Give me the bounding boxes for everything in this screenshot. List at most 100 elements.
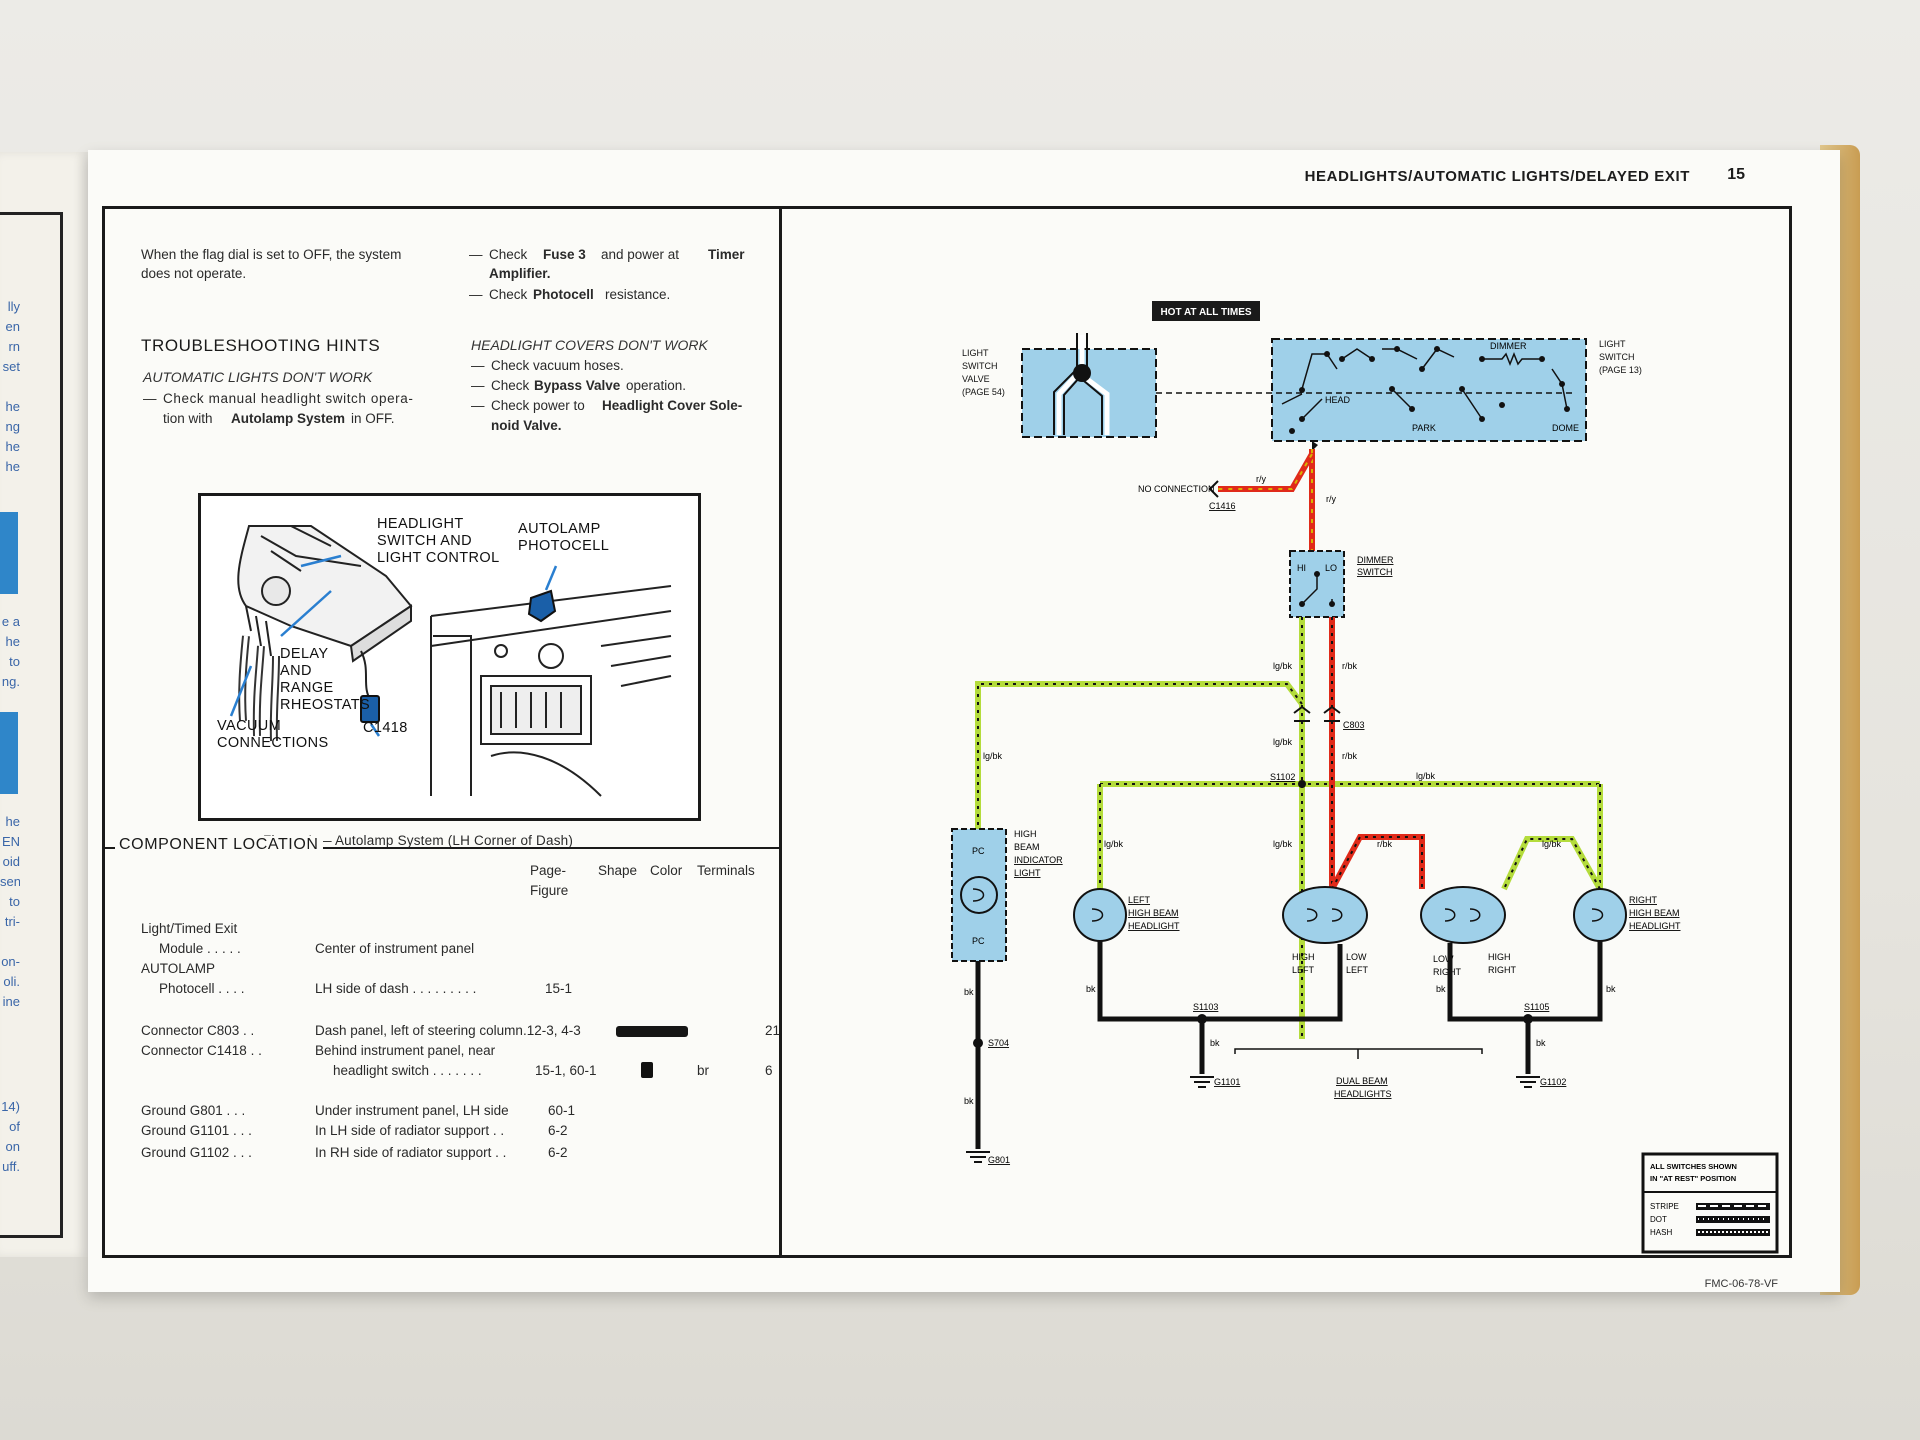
document-code: FMC-06-78-VF xyxy=(1704,1278,1778,1290)
wire-label: bk xyxy=(964,987,974,997)
fragment-text: ine xyxy=(2,994,20,1009)
table-row: Photocell . . . . xyxy=(159,981,245,996)
valve-pivot xyxy=(1073,364,1091,382)
fragment-text: he xyxy=(5,439,20,454)
dash: — xyxy=(471,378,485,393)
column-divider xyxy=(779,206,782,1258)
switch-position-label: DIMMER xyxy=(1490,341,1527,351)
fragment-text: oli. xyxy=(3,974,20,989)
col-header: Shape xyxy=(598,863,638,878)
wire-label: lg/bk xyxy=(1542,839,1562,849)
wire-label: lg/bk xyxy=(1273,737,1293,747)
table-row: 15-1 xyxy=(545,981,573,996)
covers-hint-3: Check power to xyxy=(491,398,585,413)
table-row: Connector C1418 . . xyxy=(141,1043,262,1058)
table-row: 21 xyxy=(765,1023,781,1038)
switch-label: LO xyxy=(1325,563,1337,573)
table-row: Module . . . . . xyxy=(159,941,241,956)
component-label: LIGHT xyxy=(1014,868,1041,878)
ground-label: G1101 xyxy=(1214,1077,1240,1087)
fragment-text: uff. xyxy=(2,1159,20,1174)
switch-label: HI xyxy=(1297,563,1306,573)
component-label: HIGH xyxy=(1014,829,1037,839)
indicator-bulb xyxy=(960,876,998,914)
fragment-text: rn xyxy=(8,339,20,354)
connector-shape-c803 xyxy=(616,1026,688,1037)
splice-s1102 xyxy=(1298,780,1306,788)
wire-label: r/bk xyxy=(1342,661,1358,671)
component-label: HEADLIGHT xyxy=(1629,921,1681,931)
component-label: HIGH BEAM xyxy=(1629,908,1680,918)
covers-hint-1: Check vacuum hoses. xyxy=(491,358,624,373)
wire-label: bk xyxy=(1536,1038,1546,1048)
table-row: Center of instrument panel xyxy=(315,941,475,956)
component-label: SWITCH xyxy=(962,361,998,371)
intro-line-1: When the flag dial is set to OFF, the sy… xyxy=(141,247,402,262)
bulb-label: LEFT xyxy=(1346,965,1369,975)
section-rule xyxy=(105,847,779,849)
table-row: Behind instrument panel, near xyxy=(315,1043,496,1058)
covers-hint-emph: Bypass Valve xyxy=(534,378,621,393)
bulb-label: LOW xyxy=(1346,952,1367,962)
covers-hint-emph: noid Valve. xyxy=(491,418,562,433)
component-label: SWITCH xyxy=(1357,567,1393,577)
table-row: AUTOLAMP xyxy=(141,961,216,976)
fragment-text: he xyxy=(5,814,20,829)
component-label: RIGHT xyxy=(1629,895,1658,905)
fragment-text: he xyxy=(5,459,20,474)
pin-label: PC xyxy=(972,846,985,856)
fig-label: C1418 xyxy=(363,720,408,736)
autolamp-illustration xyxy=(229,525,672,797)
fragment-text: EN xyxy=(1,834,20,849)
col-header: Terminals xyxy=(697,863,755,878)
fig-label: SWITCH AND xyxy=(377,533,473,549)
wire-bk-left xyxy=(1097,941,1343,1022)
wire-label: r/bk xyxy=(1342,751,1358,761)
connector-label: C803 xyxy=(1343,720,1365,730)
group-label: HEADLIGHTS xyxy=(1334,1089,1392,1099)
fragment-text: e a xyxy=(1,614,20,629)
check-text: Check xyxy=(489,247,528,262)
fig-label: VACUUM xyxy=(217,718,282,734)
previous-page-edge: lly en rn set he ng he he e a he to ng. … xyxy=(0,152,88,1257)
component-label: BEAM xyxy=(1014,842,1040,852)
col-header: Page- xyxy=(530,863,567,878)
auto-hint-3: in OFF. xyxy=(351,411,395,426)
light-switch xyxy=(1271,338,1587,442)
bulb-label: RIGHT xyxy=(1433,967,1462,977)
covers-hint-emph: Headlight Cover Sole- xyxy=(602,398,743,413)
component-label: LIGHT xyxy=(962,348,989,358)
check-emph: Amplifier. xyxy=(489,266,551,281)
check-emph: Fuse 3 xyxy=(543,247,586,262)
blue-tab xyxy=(0,512,18,594)
component-label: HEADLIGHT xyxy=(1128,921,1180,931)
hot-label: HOT AT ALL TIMES xyxy=(1160,307,1251,318)
component-label: HIGH BEAM xyxy=(1128,908,1179,918)
intro-line-2: does not operate. xyxy=(141,266,247,281)
fragment-text: tri- xyxy=(4,914,20,929)
dash: — xyxy=(471,398,485,413)
table-row: .12-3, 4-3 xyxy=(523,1023,581,1038)
check-text: and power at xyxy=(601,247,680,262)
legend-note: ALL SWITCHES SHOWN xyxy=(1650,1162,1737,1171)
component-label: (PAGE 13) xyxy=(1599,365,1642,375)
bulb-label: LEFT xyxy=(1292,965,1315,975)
covers-title: HEADLIGHT COVERS DON'T WORK xyxy=(471,337,708,353)
light-switch-valve xyxy=(1021,348,1157,438)
ground-label: G801 xyxy=(988,1155,1010,1165)
switch-position-label: HEAD xyxy=(1325,395,1351,405)
col-header: Figure xyxy=(530,883,569,898)
bulb-label: HIGH xyxy=(1292,952,1315,962)
fragment-text: ng. xyxy=(1,674,20,689)
bulb-label: HIGH xyxy=(1488,952,1511,962)
auto-hint-2: tion with xyxy=(163,411,213,426)
wire-label: lg/bk xyxy=(1104,839,1124,849)
auto-lights-title: AUTOMATIC LIGHTS DON'T WORK xyxy=(143,369,373,385)
table-row: Under instrument panel, LH side xyxy=(315,1103,509,1118)
c1416-connector xyxy=(1208,480,1219,498)
fig-label: RANGE xyxy=(280,680,334,696)
wire-label: bk xyxy=(1210,1038,1220,1048)
legend-label: HASH xyxy=(1650,1228,1672,1237)
covers-hint-2b: operation. xyxy=(626,378,687,393)
wire-legend: ALL SWITCHES SHOWN IN "AT REST" POSITION… xyxy=(1641,1152,1779,1254)
